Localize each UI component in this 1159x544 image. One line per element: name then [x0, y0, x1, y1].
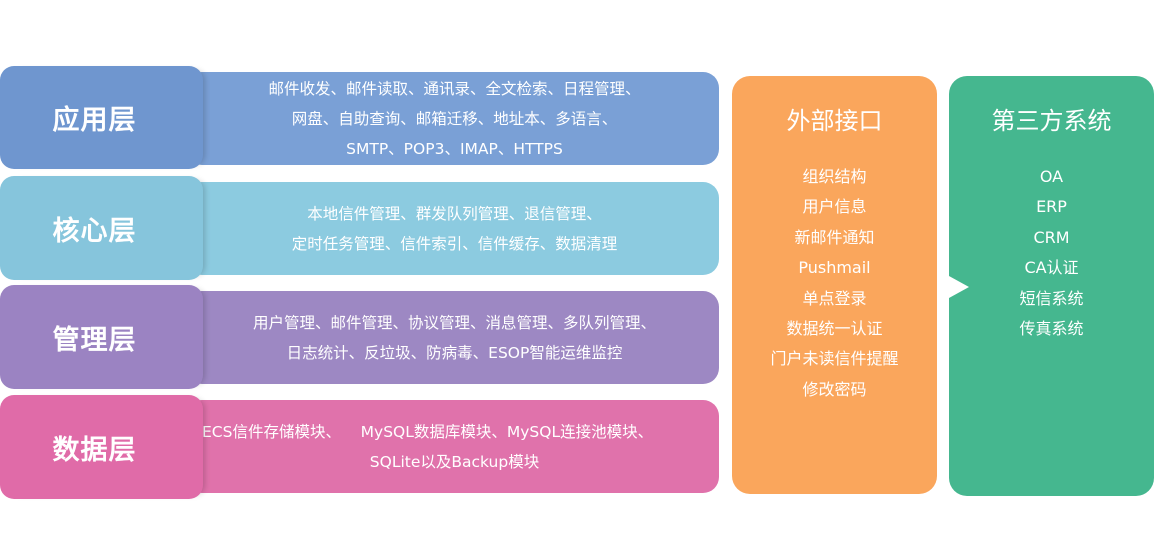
third-party-list: OA ERP CRM CA认证 短信系统 传真系统: [949, 162, 1154, 344]
external-interface-panel: 外部接口 组织结构 用户信息 新邮件通知 Pushmail 单点登录 数据统一认…: [732, 76, 937, 494]
layer-label-application: 应用层: [0, 66, 203, 169]
layer-line: 本地信件管理、群发队列管理、退信管理、: [307, 204, 602, 223]
external-interface-item: 修改密码: [802, 379, 867, 399]
layer-content-application: 邮件收发、邮件读取、通讯录、全文检索、日程管理、 网盘、自助查询、邮箱迁移、地址…: [186, 72, 719, 165]
layer-content-core: 本地信件管理、群发队列管理、退信管理、 定时任务管理、信件索引、信件缓存、数据清…: [186, 182, 719, 275]
third-party-item: CRM: [1033, 227, 1070, 247]
external-interface-title: 外部接口: [786, 107, 883, 135]
external-interface-item: 组织结构: [802, 167, 867, 186]
third-party-panel: 第三方系统 OA ERP CRM CA认证 短信系统 传真系统: [949, 76, 1154, 496]
third-party-item: CA认证: [1024, 258, 1079, 278]
third-party-item: 短信系统: [1019, 288, 1084, 308]
external-interface-item: 新邮件通知: [794, 227, 875, 247]
layer-line: 日志统计、反垃圾、防病毒、ESOP智能运维监控: [286, 343, 623, 362]
layer-label-management: 管理层: [0, 285, 203, 389]
layer-label-data: 数据层: [0, 395, 203, 499]
external-interface-item: 用户信息: [802, 197, 867, 217]
external-interface-item: 门户未读信件提醒: [770, 349, 899, 369]
layer-line: ECS信件存储模块、 MySQL数据库模块、MySQL连接池模块、: [202, 422, 654, 441]
external-interface-item: 单点登录: [802, 288, 867, 308]
layer-label-core: 核心层: [0, 176, 203, 280]
layer-line: SMTP、POP3、IMAP、HTTPS: [346, 139, 563, 158]
third-party-item: 传真系统: [1019, 319, 1084, 339]
layer-line: 用户管理、邮件管理、协议管理、消息管理、多队列管理、: [252, 313, 656, 332]
external-interface-item: Pushmail: [798, 258, 871, 278]
layer-line: SQLite以及Backup模块: [369, 452, 540, 471]
third-party-item: ERP: [1036, 197, 1067, 217]
layer-content-data: ECS信件存储模块、 MySQL数据库模块、MySQL连接池模块、 SQLite…: [186, 400, 719, 493]
external-interface-item: 数据统一认证: [786, 319, 883, 339]
external-interface-list: 组织结构 用户信息 新邮件通知 Pushmail 单点登录 数据统一认证 门户未…: [732, 162, 937, 405]
third-party-item: OA: [1039, 167, 1064, 186]
connector-arrow-icon: [949, 276, 969, 298]
layer-line: 邮件收发、邮件读取、通讯录、全文检索、日程管理、: [268, 79, 641, 98]
layer-line: 网盘、自助查询、邮箱迁移、地址本、多语言、: [291, 109, 618, 128]
layer-content-management: 用户管理、邮件管理、协议管理、消息管理、多队列管理、 日志统计、反垃圾、防病毒、…: [186, 291, 719, 384]
layer-line: 定时任务管理、信件索引、信件缓存、数据清理: [291, 234, 618, 253]
third-party-title: 第三方系统: [991, 107, 1112, 135]
